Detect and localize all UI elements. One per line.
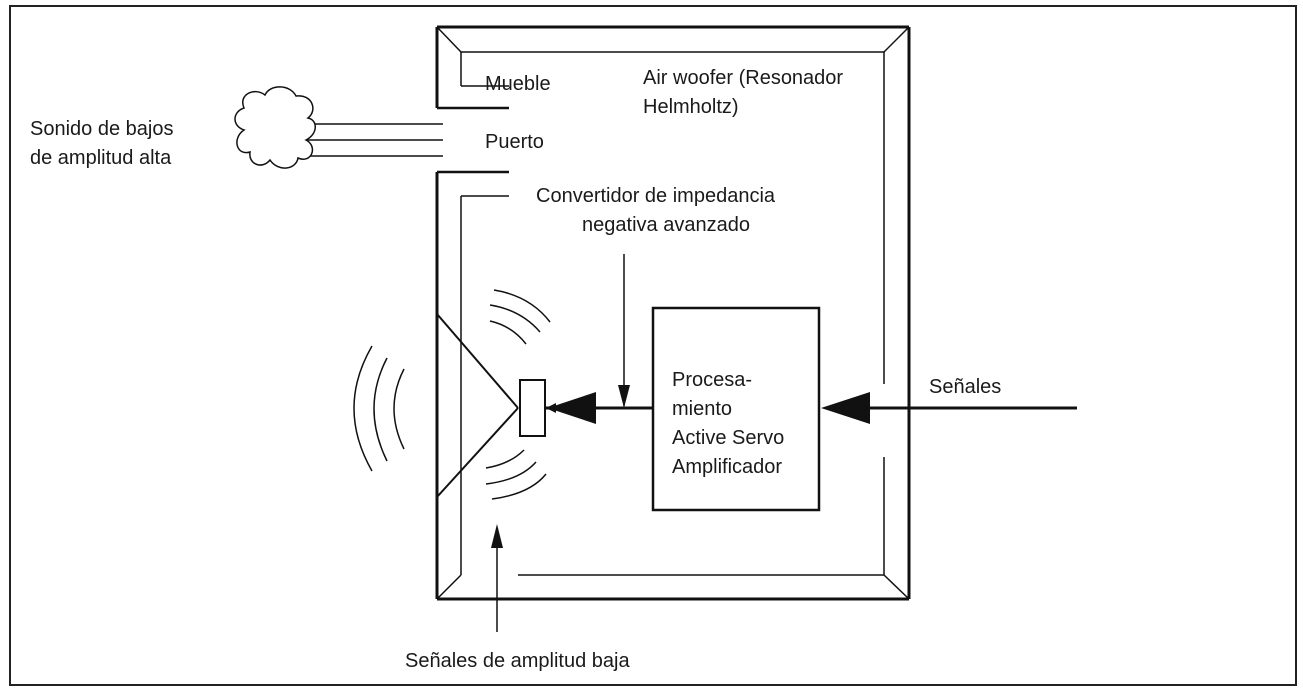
low-signal-pointer-head xyxy=(491,524,503,548)
processor-label: Procesa- miento Active Servo Amplificado… xyxy=(672,366,784,482)
port-label: Puerto xyxy=(485,131,544,153)
converter-line-2: negativa avanzado xyxy=(582,214,750,236)
processor-line-2: miento xyxy=(672,398,733,420)
cabinet-walls xyxy=(435,25,911,601)
sound-cloud xyxy=(234,86,316,169)
air-woofer-line-2: Helmholtz) xyxy=(643,96,739,118)
converter-label: Convertidor de impedancia negativa avanz… xyxy=(536,182,796,240)
low-signals-label: Señales de amplitud baja xyxy=(405,650,630,672)
processor-line-3: Active Servo xyxy=(672,427,785,449)
converter-line-1: Convertidor de impedancia xyxy=(536,185,776,207)
cabinet-label: Mueble xyxy=(485,73,551,95)
coil-arrowhead xyxy=(548,392,596,424)
processor-box xyxy=(651,306,821,512)
figure-border xyxy=(9,5,1297,686)
sound-waves-upper xyxy=(489,289,551,345)
sound-waves-lower xyxy=(485,449,547,500)
sound-label-line-1: Sonido de bajos xyxy=(30,118,174,140)
port-tube xyxy=(437,85,509,197)
sound-waves-front xyxy=(353,345,405,472)
air-woofer-label: Air woofer (Resonador Helmholtz) xyxy=(643,64,843,122)
signal-arrowhead xyxy=(821,392,870,424)
air-woofer-line-1: Air woofer (Resonador xyxy=(643,67,844,89)
converter-pointer-head xyxy=(618,385,630,408)
speaker-cone xyxy=(436,313,519,498)
sound-label-line-2: de amplitud alta xyxy=(30,147,172,169)
processor-line-1: Procesa- xyxy=(672,369,753,391)
sound-label: Sonido de bajos de amplitud alta xyxy=(30,115,173,173)
signals-label: Señales xyxy=(929,376,1002,398)
processor-line-4: Amplificador xyxy=(672,456,783,478)
voice-coil xyxy=(519,379,546,437)
air-stream-lines xyxy=(306,123,443,157)
